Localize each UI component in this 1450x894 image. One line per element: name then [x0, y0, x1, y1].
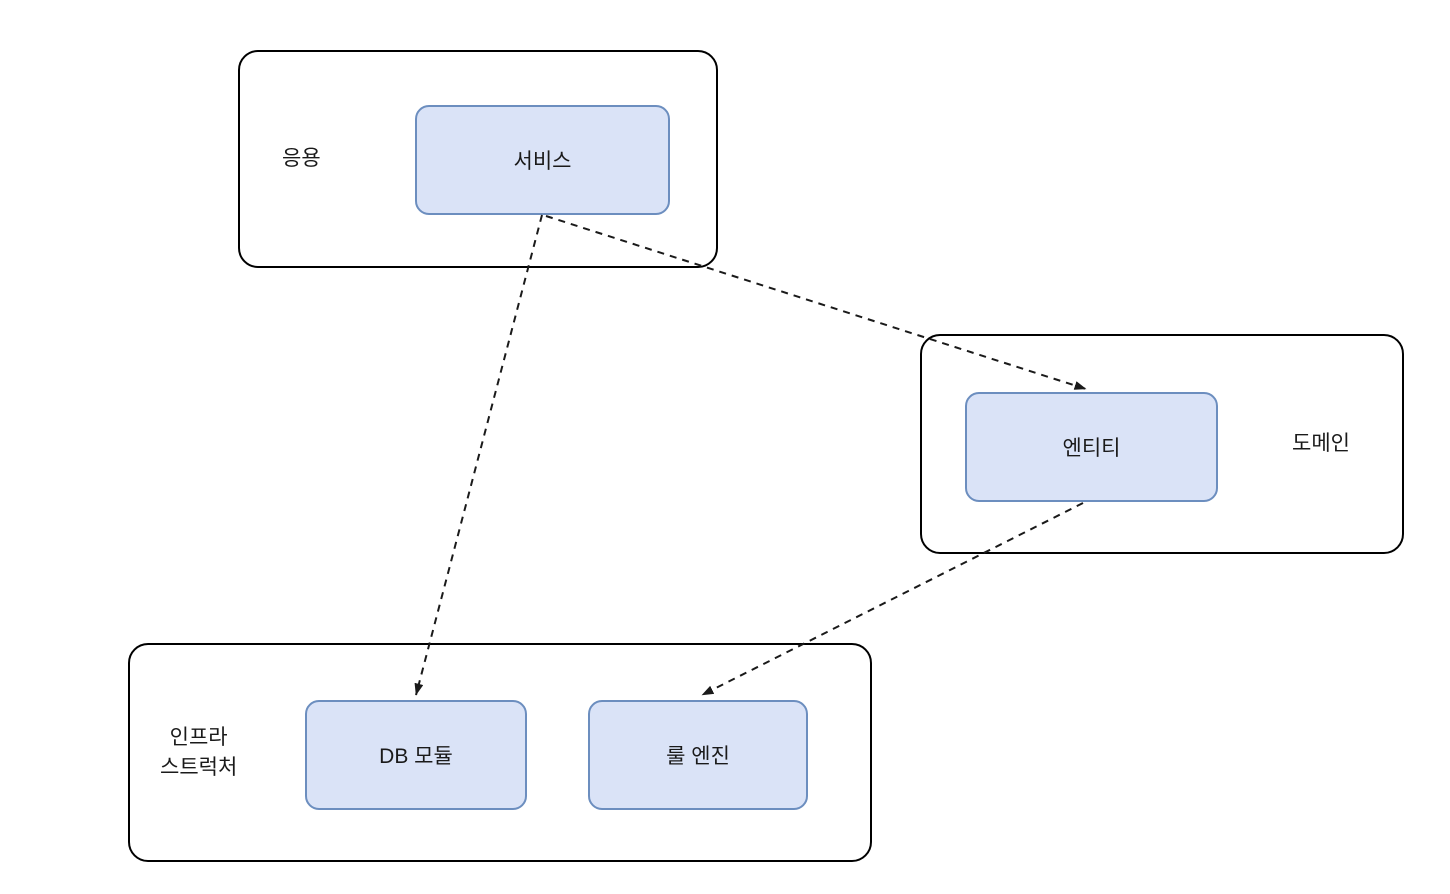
- node-entity: 엔티티: [965, 392, 1218, 502]
- rule-engine-label-text: 룰 엔진: [666, 745, 730, 768]
- entity-label-text: 엔티티: [1062, 437, 1121, 460]
- node-rule-engine: 룰 엔진: [588, 700, 808, 810]
- container-domain-label: 도메인: [1292, 336, 1350, 552]
- service-label-text: 서비스: [513, 150, 572, 173]
- container-domain: 엔티티 도메인: [920, 334, 1404, 554]
- domain-label-text: 도메인: [1292, 432, 1350, 455]
- node-service: 서비스: [415, 105, 670, 215]
- infrastructure-label-line1: 인프라: [169, 725, 228, 749]
- container-application-label: 응용: [282, 52, 321, 266]
- edge-service-to-db-module: [414, 214, 543, 696]
- db-module-label-text: DB 모듈: [379, 745, 453, 768]
- container-infrastructure-label: 인프라 스트럭처: [160, 645, 237, 860]
- application-label-text: 응용: [282, 147, 321, 170]
- infrastructure-label-line2: 스트럭처: [160, 755, 238, 779]
- container-infrastructure: 인프라 스트럭처 DB 모듈 룰 엔진: [128, 643, 872, 862]
- node-db-module: DB 모듈: [305, 700, 527, 810]
- container-application: 응용 서비스: [238, 50, 718, 268]
